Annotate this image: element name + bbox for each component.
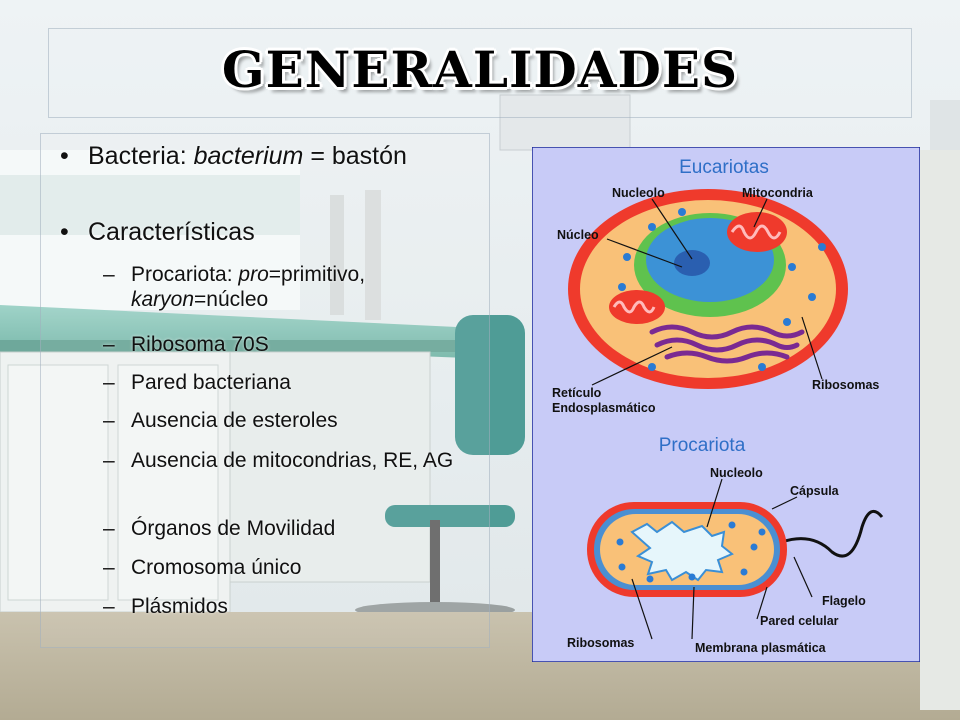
dash-marker: – <box>103 595 115 618</box>
subitem-pared: – Pared bacteriana <box>103 370 476 395</box>
euk-ribosomes <box>618 208 826 371</box>
bullet-lead: Bacteria: <box>88 142 194 170</box>
euk-er <box>649 324 805 364</box>
title-frame <box>48 28 912 118</box>
subitem-part: =núcleo <box>194 288 269 311</box>
subitem-text: Ausencia de mitocondrias, RE, AG <box>131 449 454 472</box>
bullet-caracteristicas: • Características <box>60 217 418 247</box>
pro-nucleoid <box>630 520 734 582</box>
label-flagelo: Flagelo <box>822 594 866 608</box>
subitem-text: Cromosoma único <box>131 556 302 579</box>
subitem-italic: karyon <box>131 288 195 311</box>
bullet-text: Características <box>88 218 255 246</box>
subitem-text: Ausencia de esteroles <box>131 409 338 432</box>
euk-mitochondrion-2 <box>609 290 665 324</box>
subitem-mitocondrias: – Ausencia de mitocondrias, RE, AG <box>103 448 476 473</box>
bullet-bacteria: • Bacteria: bacterium = bastón <box>60 141 418 171</box>
bullet-marker: • <box>60 218 69 246</box>
bullet-italic: bacterium <box>193 142 304 170</box>
label-reticulo: Retículo <box>552 386 602 400</box>
pro-ribosomes <box>616 521 766 583</box>
euk-title: Eucariotas <box>679 157 769 178</box>
subitem-text: Pared bacteriana <box>131 371 291 394</box>
subitem-text: Ribosoma 70S <box>131 333 269 356</box>
bullet-marker: • <box>60 142 69 170</box>
euk-nucleolus <box>674 250 710 276</box>
dash-marker: – <box>103 556 115 579</box>
subitem-ribosoma: – Ribosoma 70S <box>103 332 476 357</box>
label-pared: Pared celular <box>760 614 839 628</box>
cell-diagram: Eucariotas Nucleolo Mitocondria Núcleo R… <box>532 147 920 662</box>
label-nucleo: Núcleo <box>557 228 599 242</box>
dash-marker: – <box>103 263 115 286</box>
label-membrana: Membrana plasmática <box>695 641 827 655</box>
subitem-italic: pro <box>238 263 269 286</box>
subitem-text: Órganos de Movilidad <box>131 517 336 540</box>
dash-marker: – <box>103 517 115 540</box>
subitem-plasmidos: – Plásmidos <box>103 594 476 619</box>
subitem-procariota: – Procariota: pro=primitivo, karyon=núcl… <box>103 262 476 312</box>
subitem-esteroles: – Ausencia de esteroles <box>103 408 476 433</box>
dash-marker: – <box>103 333 115 356</box>
subitem-part: =primitivo, <box>268 263 366 286</box>
pro-title: Procariota <box>659 435 746 456</box>
dash-marker: – <box>103 371 115 394</box>
label-pro-nucleolo: Nucleolo <box>710 466 763 480</box>
subitem-cromosoma: – Cromosoma único <box>103 555 476 580</box>
slide-title: GENERALIDADES <box>221 40 739 99</box>
bullet-tail: = bastón <box>303 142 407 170</box>
label-mitocondria: Mitocondria <box>742 186 814 200</box>
subitem-part: Procariota: <box>131 263 239 286</box>
dash-marker: – <box>103 449 115 472</box>
label-ribosomas-pro: Ribosomas <box>567 636 634 650</box>
subitem-movilidad: – Órganos de Movilidad <box>103 516 476 541</box>
label-nucleolo: Nucleolo <box>612 186 665 200</box>
label-capsula: Cápsula <box>790 484 840 498</box>
subitem-text: Plásmidos <box>131 595 228 618</box>
pro-flagellum <box>781 509 884 558</box>
label-ribosomas-euk: Ribosomas <box>812 378 879 392</box>
dash-marker: – <box>103 409 115 432</box>
content-frame <box>40 133 490 648</box>
label-endosplasmatico: Endosplasmático <box>552 401 656 415</box>
